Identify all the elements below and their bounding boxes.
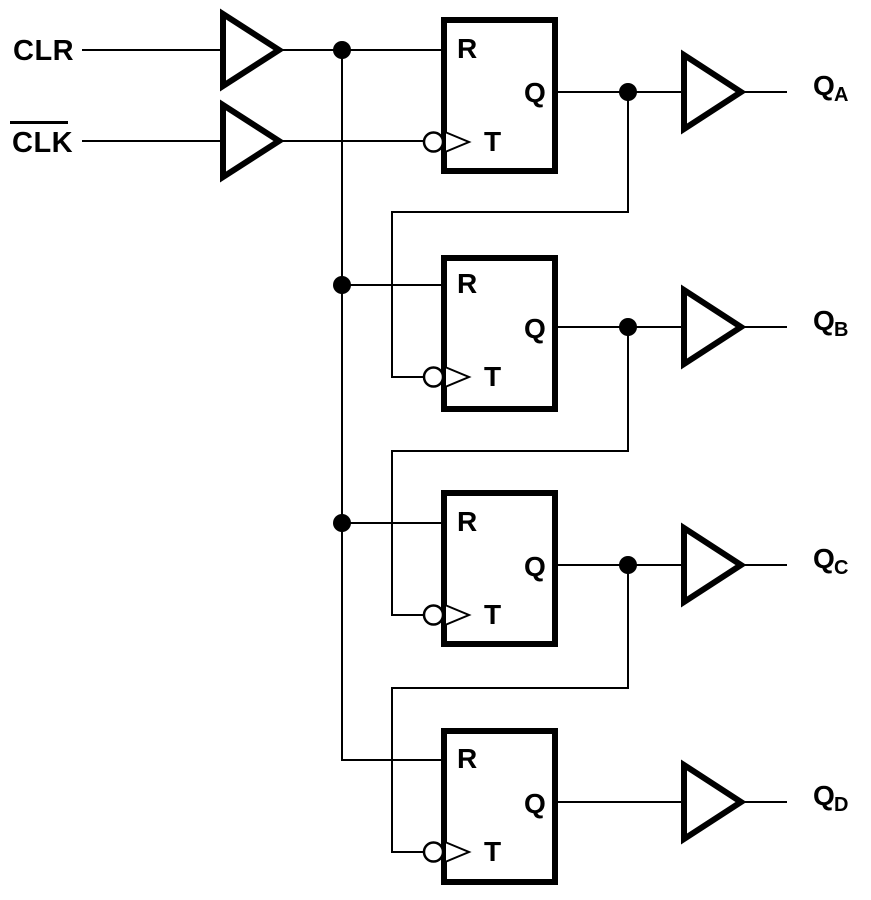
wire-qc-to-ff4-t (391, 565, 629, 853)
flipflop-1-q-pin-label: Q (524, 77, 546, 108)
junction-dot-qc (619, 556, 637, 574)
flipflop-4-t-pin-label: T (484, 836, 501, 867)
flipflop-4-clock-edge-icon (444, 840, 472, 864)
clk-input-label: CLK (12, 127, 73, 159)
flipflop-1: R Q T (422, 17, 558, 174)
qc-label-main: Q (813, 543, 835, 574)
output-label-qd: Q D (813, 780, 848, 816)
qa-label-subscript: A (834, 84, 848, 106)
flipflop-3-r-pin-label: R (457, 506, 477, 537)
qb-buffer-icon (681, 284, 747, 370)
clk-buffer-icon (220, 99, 285, 183)
flipflop-4-inversion-bubble-icon (422, 841, 445, 863)
output-label-qa: Q A (813, 70, 848, 106)
junction-dot-clr-ff3 (333, 514, 351, 532)
flipflop-2-box (441, 255, 558, 412)
flipflop-4-box (441, 728, 558, 885)
junction-dot-qa (619, 83, 637, 101)
output-label-qb: Q B (813, 305, 848, 341)
flipflop-3-t-pin-label: T (484, 599, 501, 630)
flipflop-4-r-pin-label: R (457, 743, 477, 774)
flipflop-3-clock-edge-icon (444, 603, 472, 627)
clr-buffer-icon (220, 8, 285, 92)
flipflop-4: R Q T (422, 728, 558, 885)
flipflop-2: R Q T (422, 255, 558, 412)
flipflop-3-q-pin-label: Q (524, 551, 546, 582)
flipflop-2-t-pin-label: T (484, 361, 501, 392)
qb-label-subscript: B (834, 319, 848, 341)
wire-qb-to-ff3-t (391, 327, 629, 616)
flipflop-2-inversion-bubble-icon (422, 366, 445, 388)
flipflop-1-t-pin-label: T (484, 126, 501, 157)
flipflop-1-clock-edge-icon (444, 130, 472, 154)
qb-label-main: Q (813, 305, 835, 336)
junction-dot-clr-ff2 (333, 276, 351, 294)
flipflop-2-r-pin-label: R (457, 268, 477, 299)
flipflop-3: R Q T (422, 490, 558, 647)
flipflop-2-q-pin-label: Q (524, 313, 546, 344)
qd-label-subscript: D (834, 794, 848, 816)
qd-buffer-icon (681, 759, 747, 845)
flipflop-3-box (441, 490, 558, 647)
junction-dot-qb (619, 318, 637, 336)
flipflop-2-clock-edge-icon (444, 365, 472, 389)
flipflop-1-box (441, 17, 558, 174)
flipflop-1-inversion-bubble-icon (422, 131, 445, 153)
flipflop-1-r-pin-label: R (457, 33, 477, 64)
qa-buffer-icon (681, 49, 747, 135)
qc-label-subscript: C (834, 557, 848, 579)
junction-dot-clr-ff1 (333, 41, 351, 59)
flipflop-3-inversion-bubble-icon (422, 604, 445, 626)
qd-label-main: Q (813, 780, 835, 811)
wire-qa-to-ff2-t (391, 92, 629, 378)
flipflop-4-q-pin-label: Q (524, 788, 546, 819)
qc-buffer-icon (681, 522, 747, 608)
clr-rail (341, 50, 443, 761)
output-label-qc: Q C (813, 543, 848, 579)
qa-label-main: Q (813, 70, 835, 101)
clr-input-label: CLR (13, 35, 74, 67)
